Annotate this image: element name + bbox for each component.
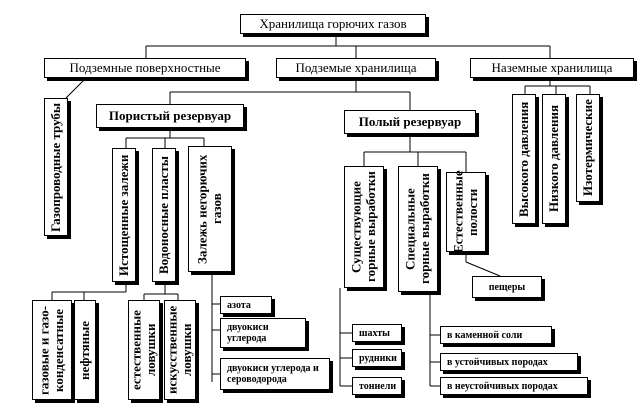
stable-rocks-box: в устойчивых породах [440,353,578,371]
nitrogen-box: азота [220,296,272,314]
root-box: Хранилища горючих газов [240,14,426,34]
shafts-box: шахты [352,324,402,342]
artificial-traps-box: искусственные ловушки [164,300,196,400]
caves-box: пещеры [472,276,542,298]
hollow-box: Полый резервуар [344,110,476,134]
underground-surface-box: Подземные поверхностные [44,58,246,78]
natural-traps-box: естественные ловушки [128,300,160,400]
high-pressure-box: Высокого давления [512,94,536,224]
low-pressure-box: Низкого давления [542,94,566,224]
special-workings-box: Специальные горные выработки [398,166,438,292]
ground-box: Наземные хранилища [470,58,634,78]
existing-workings-box: Существующие горные выработки [344,166,384,288]
rock-salt-box: в каменной соли [440,326,552,344]
aquifers-box: Водоносные пласты [152,148,176,282]
underground-box: Подземые хранилища [276,58,436,78]
unstable-rocks-box: в неустойчивых породах [440,377,588,395]
porous-box: Пористый резервуар [96,104,244,128]
natural-cavities-box: Естественные полости [446,171,486,253]
isothermal-box: Изотермические [576,94,600,202]
oil-box: нефтяные [74,300,96,400]
depleted-box: Истощенные залежи [112,148,136,282]
pipelines-box: Газопроводные трубы [44,98,68,236]
nonflammable-box: Залежь негорючих газов [188,146,232,272]
tunnels-box: тоннели [352,377,402,395]
co2-box: двуокиси углерода [220,318,306,348]
mines-box: рудники [352,349,402,367]
gas-condensate-box: газовые и газо-конденсатные [32,300,72,400]
co2-h2s-box: двуокиси углерода и сероводорода [220,358,330,390]
